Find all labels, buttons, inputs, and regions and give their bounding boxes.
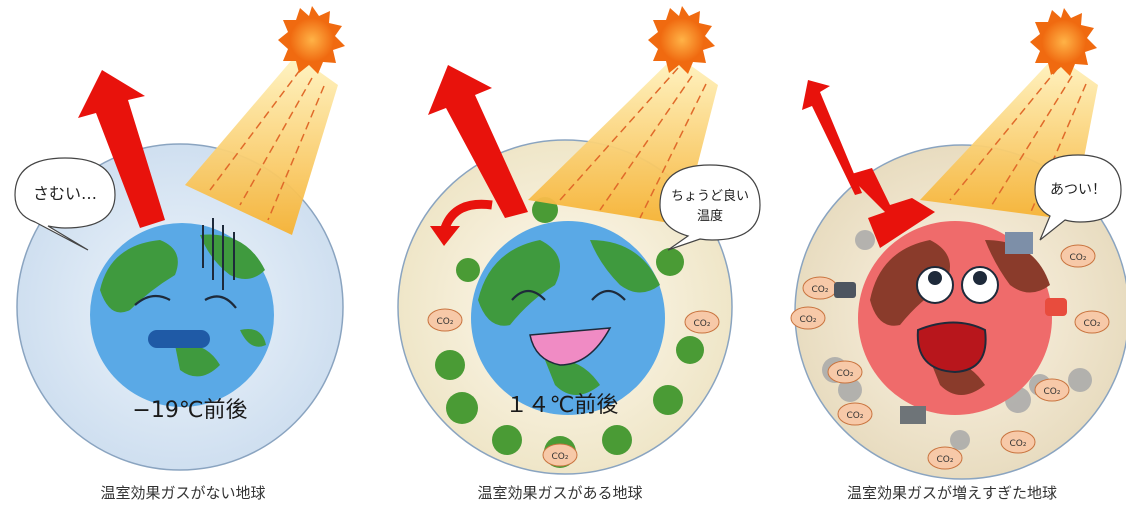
- ray-line: [949, 67, 1059, 201]
- co2-label: CO₂: [552, 452, 569, 462]
- co2-bubble: CO₂: [827, 360, 863, 384]
- co2-bubble: CO₂: [1000, 430, 1036, 454]
- co2-bubble: CO₂: [1074, 310, 1110, 334]
- co2-bubble: CO₂: [927, 446, 963, 470]
- panel-with-greenhouse-gas: CO₂ CO₂ CO₂ ちょうど良い 温度 １４℃前後 温室効果ガスがある地球: [397, 6, 761, 502]
- temperature-label: １４℃前後: [506, 393, 619, 418]
- speech-bubble: さむい…: [14, 157, 116, 251]
- land: [870, 240, 950, 326]
- car-icon: [1045, 298, 1067, 316]
- sun-icon: [1030, 8, 1097, 76]
- speech-text: さむい…: [33, 184, 97, 203]
- heat-escape-arrow: [428, 65, 528, 218]
- co2-bubble: CO₂: [1060, 244, 1096, 268]
- speech-bubble: あつい！: [1034, 154, 1122, 241]
- land: [985, 240, 1050, 293]
- co2-bubble: CO₂: [790, 306, 826, 330]
- land: [478, 240, 560, 326]
- heat-return-arrowhead: [430, 226, 460, 246]
- co2-bubble: CO₂: [837, 402, 873, 426]
- speech-text: 温度: [697, 208, 723, 224]
- co2-label: CO₂: [1070, 253, 1087, 263]
- ray-line: [209, 69, 301, 191]
- co2-label: CO₂: [800, 315, 817, 325]
- co2-label: CO₂: [812, 285, 829, 295]
- co2-label: CO₂: [437, 317, 454, 327]
- co2-bubble: CO₂: [427, 308, 463, 332]
- co2-label: CO₂: [1044, 387, 1061, 397]
- panel-too-much-greenhouse-gas: CO₂ CO₂ CO₂ CO₂ CO₂ CO₂ CO₂ CO₂ CO₂ あつい！…: [790, 8, 1126, 502]
- land: [100, 240, 178, 313]
- land: [240, 329, 266, 347]
- co2-bubble: CO₂: [684, 310, 720, 334]
- panel-caption: 温室効果ガスがない地球: [100, 484, 265, 502]
- co2-bubble: CO₂: [802, 276, 838, 300]
- co2-bubble: CO₂: [1034, 378, 1070, 402]
- panel-caption: 温室効果ガスがある地球: [477, 484, 642, 502]
- face-eye: [511, 289, 546, 301]
- panel-no-greenhouse-gas: さむい… −19℃前後 温室効果ガスがない地球: [14, 6, 345, 502]
- speech-text: ちょうど良い: [671, 188, 749, 204]
- heat-escape-arrow: [78, 70, 165, 228]
- panel-caption: 温室効果ガスが増えすぎた地球: [847, 484, 1057, 502]
- face-mouth: [529, 327, 612, 366]
- heat-return-arrow: [440, 199, 493, 230]
- co2-label: CO₂: [937, 455, 954, 465]
- land: [200, 234, 265, 279]
- face-pupil: [973, 271, 987, 285]
- co2-label: CO₂: [837, 369, 854, 379]
- face-eye: [134, 294, 171, 306]
- heat-escape-arrow: [802, 80, 862, 195]
- ray-line: [639, 83, 707, 219]
- truck-icon: [834, 282, 856, 298]
- land: [590, 240, 660, 293]
- co2-label: CO₂: [1010, 439, 1027, 449]
- sun-icon: [278, 6, 345, 74]
- speech-bubble: ちょうど良い 温度: [659, 164, 761, 251]
- heat-return-arrow: [848, 168, 935, 248]
- co2-label: CO₂: [847, 411, 864, 421]
- face-eye: [591, 289, 626, 301]
- factory-icon: [1005, 232, 1033, 254]
- ray-line: [267, 85, 325, 221]
- land: [545, 359, 600, 395]
- co2-label: CO₂: [694, 319, 711, 329]
- face-mouth: [916, 321, 987, 374]
- temperature-label: −19℃前後: [132, 398, 247, 423]
- ray-line: [239, 77, 313, 206]
- sun-icon: [648, 6, 715, 74]
- ray-line: [599, 75, 693, 211]
- face-pupil: [928, 271, 942, 285]
- co2-bubble: CO₂: [542, 443, 578, 467]
- sun-ray: [185, 55, 338, 235]
- land: [175, 344, 220, 377]
- truck-icon: [900, 406, 926, 424]
- face-eye: [204, 295, 237, 309]
- ray-line: [559, 67, 679, 201]
- speech-text: あつい！: [1050, 182, 1106, 198]
- co2-label: CO₂: [1084, 319, 1101, 329]
- face-mouth: [148, 330, 210, 348]
